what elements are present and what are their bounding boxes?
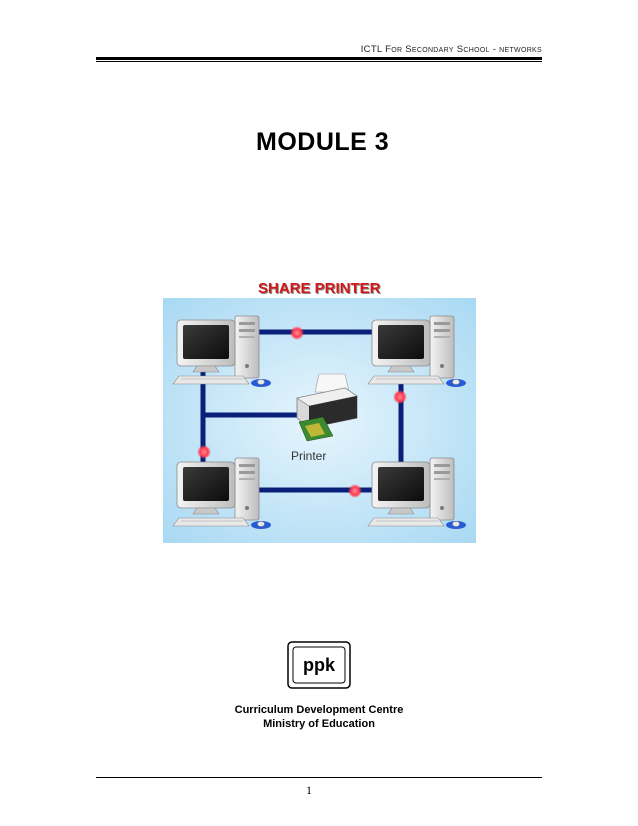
module-title: MODULE 3	[256, 128, 390, 156]
printer-label: Printer	[291, 449, 326, 463]
figure-title: SHARE PRINTER	[258, 280, 381, 297]
header-rule	[96, 57, 542, 60]
computer-icon	[367, 315, 467, 388]
ppk-logo-icon: ppk	[287, 641, 351, 689]
publisher-ministry: Ministry of Education	[263, 718, 375, 730]
network-node-dot	[197, 445, 211, 459]
printer-icon	[296, 373, 358, 442]
running-header: ICTL For Secondary School - networks	[360, 44, 542, 55]
ppk-logo-text: ppk	[303, 655, 336, 675]
computer-icon	[172, 315, 272, 388]
page-number: 1	[306, 783, 312, 797]
share-printer-figure: Printer	[163, 298, 476, 543]
header-rule-thin	[96, 61, 542, 62]
network-node-dot	[290, 326, 304, 340]
computer-icon	[172, 457, 272, 530]
network-node-dot	[393, 390, 407, 404]
computer-icon	[367, 457, 467, 530]
footer-rule	[96, 777, 542, 778]
network-node-dot	[348, 484, 362, 498]
publisher-name: Curriculum Development Centre	[234, 704, 404, 716]
